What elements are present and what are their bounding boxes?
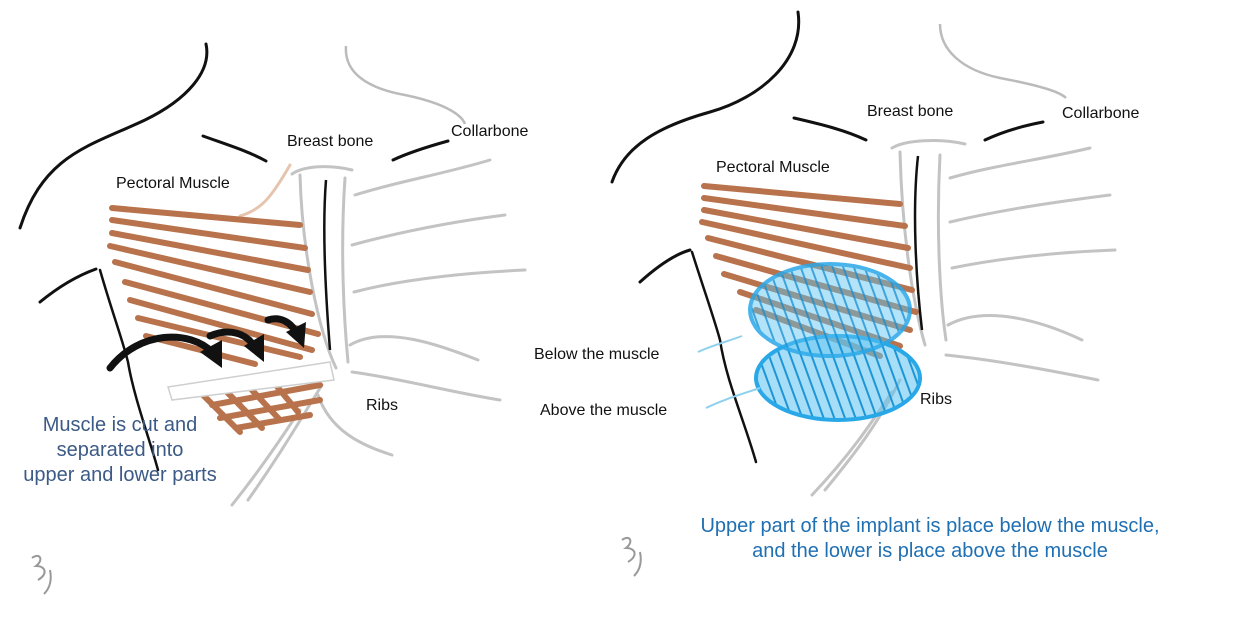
left-caption-line-1: Muscle is cut and <box>42 414 198 436</box>
left-armpit-line <box>38 267 98 304</box>
below-pointer-line <box>697 335 743 353</box>
left-collar-line <box>391 139 450 162</box>
left-ribs <box>230 158 527 507</box>
left-caption-line-2: separated into <box>56 439 184 461</box>
right-caption-line-1: Upper part of the implant is place below… <box>700 515 1160 537</box>
left-body-outline <box>18 42 209 230</box>
right-armpit-line <box>638 248 692 284</box>
above-pointer-line <box>705 387 761 409</box>
left-sternum-line <box>323 179 332 351</box>
right-label-ribs: Ribs <box>920 391 953 408</box>
right-collar-line <box>983 120 1045 142</box>
right-label-below: Below the muscle <box>534 346 660 363</box>
right-torso-line <box>690 250 758 464</box>
right-shoulder-line <box>792 116 868 142</box>
implant-upper <box>748 262 912 358</box>
right-signature-icon <box>621 536 642 577</box>
left-caption-line-3: upper and lower parts <box>23 464 217 486</box>
right-label-breast-bone: Breast bone <box>867 103 954 120</box>
left-label-ribs: Ribs <box>366 397 399 414</box>
right-neck-curve <box>938 23 1067 99</box>
left-label-pectoral: Pectoral Muscle <box>116 175 230 192</box>
left-label-collarbone: Collarbone <box>451 123 529 140</box>
left-signature-icon <box>31 554 52 595</box>
left-cut-band <box>167 361 335 401</box>
left-caption: Muscle is cut and separated into upper a… <box>0 413 240 488</box>
right-caption: Upper part of the implant is place below… <box>640 514 1220 564</box>
left-torso-line <box>98 268 160 472</box>
right-sternum-line <box>913 155 924 331</box>
left-neck-curve <box>344 45 467 125</box>
left-label-breast-bone: Breast bone <box>287 133 374 150</box>
right-figure <box>610 10 1117 577</box>
left-arrow-heads <box>200 322 306 368</box>
right-label-above: Above the muscle <box>540 402 668 419</box>
right-caption-line-2: and the lower is place above the muscle <box>752 540 1108 562</box>
right-label-collarbone: Collarbone <box>1062 105 1140 122</box>
implant <box>748 262 922 422</box>
left-figure <box>18 42 527 595</box>
left-arrows <box>106 315 302 372</box>
right-body-outline <box>610 10 801 184</box>
right-label-pectoral: Pectoral Muscle <box>716 159 830 176</box>
left-shoulder-line <box>201 134 268 163</box>
